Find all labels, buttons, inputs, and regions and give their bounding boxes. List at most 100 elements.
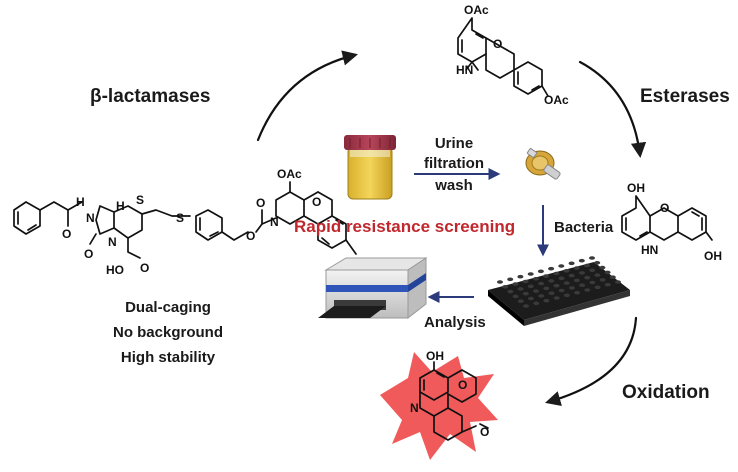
plate-well — [574, 290, 581, 295]
plate-well — [537, 269, 544, 274]
plate-well — [558, 264, 565, 268]
plate-well — [538, 294, 545, 298]
esterases-label: Esterases — [640, 86, 730, 107]
cycle-arrow-top-left — [256, 50, 358, 142]
plate-well — [553, 296, 560, 300]
plate-well — [527, 272, 534, 276]
plate-well — [543, 274, 550, 278]
o-bridge-right-label: O — [660, 201, 669, 215]
plate-well — [563, 281, 570, 285]
o-lactam-label: O — [84, 247, 93, 261]
oac-top-label: OAc — [464, 3, 489, 17]
o-ketone-label: O — [480, 425, 489, 439]
plate-well — [517, 274, 524, 279]
o-carboxyl-label: O — [140, 261, 149, 275]
plate-well — [512, 282, 519, 286]
plate-well — [594, 261, 601, 265]
o-bridge-product-label: O — [458, 378, 467, 392]
oac-probe-top-label: OAc — [277, 167, 302, 181]
dual-caged-probe-molecule: H N O H S O N HO O S O O N O OAc OAc — [13, 167, 373, 277]
oac-bottom-label: OAc — [544, 93, 569, 107]
plate-well — [599, 265, 606, 270]
urine-cup-icon — [344, 135, 396, 200]
bacteria-label: Bacteria — [554, 219, 614, 236]
s-ring-label: S — [136, 193, 144, 207]
plate-well — [609, 275, 616, 280]
plate-well — [573, 266, 580, 270]
oxidation-label: Oxidation — [622, 382, 710, 403]
plate-well — [538, 281, 545, 286]
h-stereo-label: H — [116, 199, 125, 213]
n-amide-label: N — [86, 211, 95, 225]
cycle-arrow-bottom-right — [545, 316, 638, 407]
plate-well — [507, 277, 514, 282]
plate-well — [589, 256, 595, 260]
plate-well — [528, 296, 534, 301]
syringe-filter-icon — [525, 148, 561, 180]
plate-well — [507, 289, 514, 294]
plate-well — [543, 298, 550, 303]
plate-well — [594, 273, 601, 277]
plate-well — [589, 268, 596, 273]
beta-lactamases-label: β-lactamases — [90, 86, 210, 107]
plate-well — [589, 280, 596, 285]
plate-well — [568, 286, 575, 290]
plate-well — [523, 304, 529, 308]
plate-well — [558, 276, 565, 281]
plate-well — [522, 291, 529, 296]
plate-well — [553, 283, 560, 288]
wash-label: wash — [434, 177, 473, 194]
filtration-label: filtration — [424, 155, 484, 172]
ho-label: HO — [106, 263, 124, 277]
plate-well — [548, 279, 555, 283]
plate-well — [563, 269, 570, 273]
oh-top-label: OH — [627, 181, 645, 195]
microplate-icon — [488, 256, 630, 326]
oh-bottom-label: OH — [704, 249, 722, 263]
rapid-resistance-screening-title: Rapid resistance screening — [294, 217, 515, 236]
plate-well — [579, 271, 585, 275]
property-dual-caging: Dual-caging — [125, 299, 211, 316]
plate-well — [533, 289, 539, 293]
plate-well — [578, 258, 585, 263]
plate-reader-icon — [318, 257, 428, 320]
plate-well — [563, 293, 570, 298]
plate-well — [497, 280, 503, 284]
o-carbonyl-label: O — [256, 196, 265, 210]
hn-top-label: HN — [456, 63, 473, 77]
plate-well — [604, 282, 611, 287]
plate-well — [604, 270, 611, 275]
n-product-label: N — [410, 401, 419, 415]
o-amide-label: O — [62, 227, 71, 241]
plate-well — [558, 288, 565, 293]
s-thioether-label: S — [176, 211, 184, 225]
hn-right-label: HN — [641, 243, 658, 257]
plate-well — [568, 273, 575, 278]
plate-well — [533, 301, 540, 306]
h-n-label: H — [76, 195, 85, 209]
dihydroxy-phenoxazine-molecule: OH O HN OH — [621, 181, 722, 263]
plate-well — [615, 280, 621, 284]
plate-well — [573, 278, 580, 283]
oh-product-label: OH — [426, 349, 444, 363]
fluorescence-burst-icon — [380, 352, 498, 460]
plate-well — [553, 271, 560, 276]
urine-label: Urine — [435, 135, 473, 152]
plate-well — [522, 279, 529, 284]
plate-well — [548, 266, 555, 271]
phenoxazine-diacetate-molecule: OAc O HN OAc — [456, 3, 569, 107]
cycle-arrow-top-right — [578, 60, 647, 159]
plate-well — [548, 291, 555, 296]
o-bridge-probe-label: O — [312, 195, 321, 209]
plate-well — [532, 277, 539, 281]
plate-well — [599, 278, 606, 282]
property-high-stability: High stability — [121, 349, 216, 366]
o-ester-label: O — [246, 229, 255, 243]
o-bridge-top-label: O — [493, 37, 502, 51]
plate-well — [517, 287, 524, 291]
resorufin-product-molecule: OH O N O — [380, 349, 498, 460]
n-carbamate-label: N — [270, 215, 279, 229]
plate-well — [512, 294, 519, 299]
n-lactam-label: N — [108, 235, 117, 249]
